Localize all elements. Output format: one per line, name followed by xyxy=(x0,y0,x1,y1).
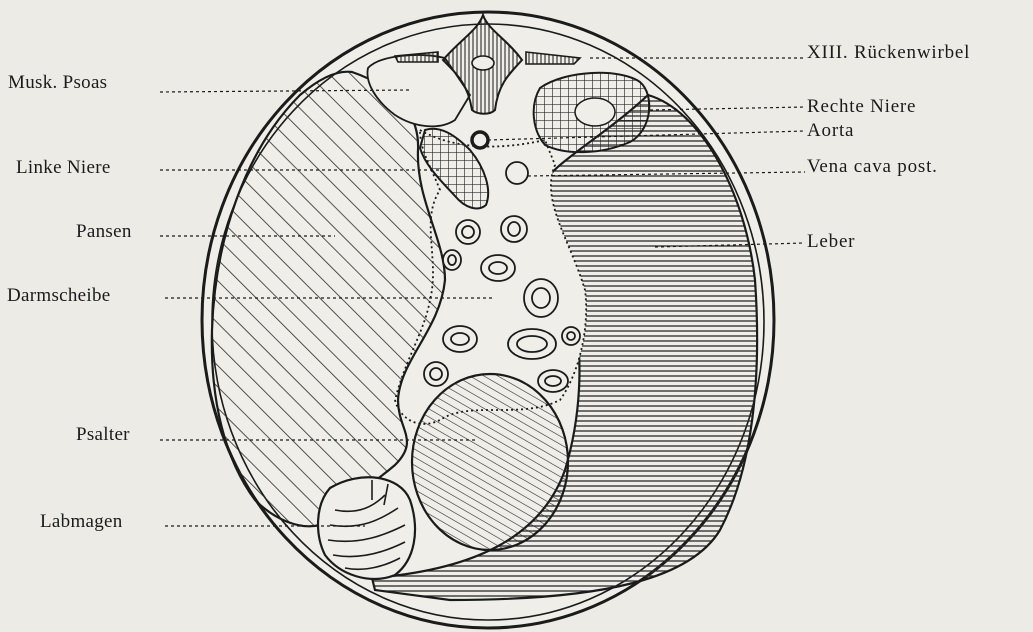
label-vena-cava: Vena cava post. xyxy=(807,157,938,177)
label-rechte-niere: Rechte Niere xyxy=(807,97,916,117)
label-pansen: Pansen xyxy=(76,222,132,242)
vertebra-canal xyxy=(472,56,494,70)
label-darmscheibe: Darmscheibe xyxy=(7,286,111,306)
psalter-shape xyxy=(412,374,568,550)
aorta-shape xyxy=(472,132,488,148)
label-linke-niere: Linke Niere xyxy=(16,158,111,178)
label-psoas: Musk. Psoas xyxy=(8,73,107,93)
label-leber: Leber xyxy=(807,232,855,252)
rechte-niere-pelvis xyxy=(575,98,615,126)
label-rueckenwirbel: XIII. Rückenwirbel xyxy=(807,43,970,63)
vena-cava-shape xyxy=(506,162,528,184)
label-psalter: Psalter xyxy=(76,425,130,445)
label-aorta: Aorta xyxy=(807,121,854,141)
label-labmagen: Labmagen xyxy=(40,512,123,532)
